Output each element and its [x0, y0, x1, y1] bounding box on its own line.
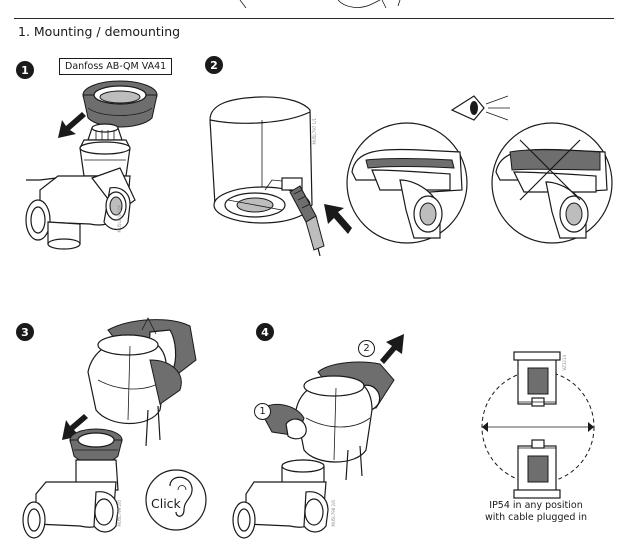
- ref-code-step1: MU5L800 10F: [117, 205, 122, 233]
- actuator-upright: [513, 351, 561, 407]
- callout-2: 2: [358, 340, 375, 357]
- step-badge-1: 1: [16, 61, 34, 79]
- callout-1: 1: [254, 403, 271, 420]
- actuator-inverted: [513, 439, 561, 499]
- adapter-ring: [82, 80, 158, 128]
- product-label: Danfoss AB-QM VA41: [59, 58, 173, 75]
- step-badge-3: 3: [16, 323, 34, 341]
- ref-code-step4: MU5L798 2/0: [331, 500, 336, 527]
- caption-line-1: IP54 in any position: [489, 500, 583, 511]
- detail-circle-incorrect: [491, 122, 613, 244]
- ref-code-orientation: VZ3214: [562, 355, 567, 371]
- step-badge-4: 4: [256, 323, 274, 341]
- click-label: Click: [151, 496, 181, 511]
- caption-line-2: with cable plugged in: [484, 512, 588, 523]
- section-title: 1. Mounting / demounting: [18, 24, 181, 39]
- step-badge-2: 2: [205, 56, 223, 74]
- click-ear-icon: [145, 469, 207, 531]
- eye-icon: [450, 95, 510, 121]
- ref-code-step3: MU5L799 2/0: [117, 500, 122, 527]
- detail-circle-correct: [346, 122, 468, 244]
- top-fragment-illustration: [239, 0, 401, 9]
- ref-code-step2: MU5L797 1/1: [312, 118, 317, 145]
- actuator-housing: [209, 96, 313, 224]
- section-rule: [14, 18, 614, 19]
- orientation-caption: IP54 in any position with cable plugged …: [466, 500, 606, 524]
